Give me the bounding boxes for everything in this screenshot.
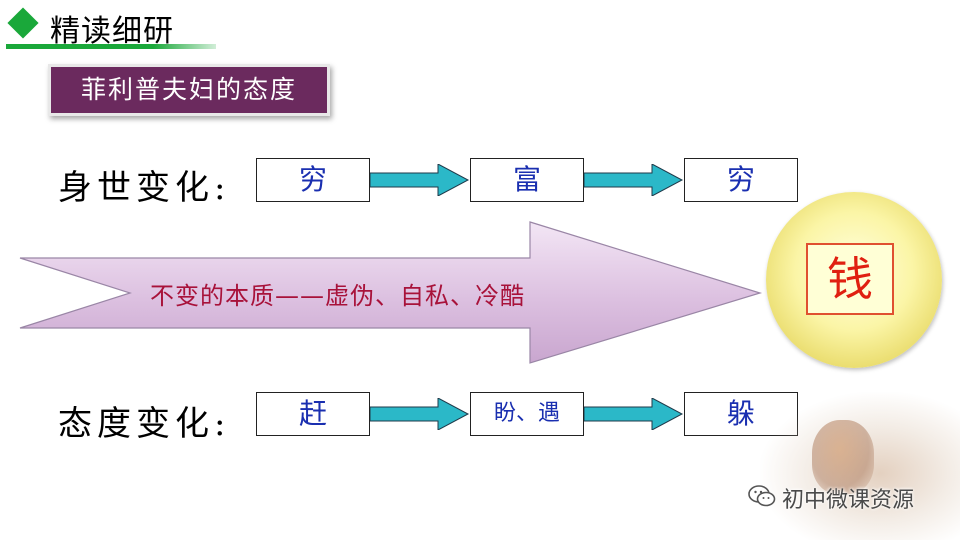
cell-background-1: 穷 bbox=[256, 158, 370, 202]
row-label-background: 身世变化: bbox=[58, 168, 231, 208]
row-label-attitude: 态度变化: bbox=[58, 404, 231, 444]
subtitle-text: 菲利普夫妇的态度 bbox=[80, 75, 297, 104]
cell-attitude-2: 盼、遇 bbox=[470, 392, 584, 436]
arrow-right-icon bbox=[584, 164, 684, 196]
subtitle-box: 菲利普夫妇的态度 bbox=[48, 64, 330, 116]
watermark-text: 初中微课资源 bbox=[782, 488, 915, 513]
header-underline bbox=[6, 44, 216, 49]
cell-background-3: 穷 bbox=[684, 158, 798, 202]
big-arrow-banner bbox=[19, 221, 763, 364]
arrow-right-icon bbox=[370, 398, 470, 430]
cell-background-2: 富 bbox=[470, 158, 584, 202]
arrow-right-icon bbox=[584, 398, 684, 430]
core-word-box: 钱 bbox=[806, 243, 894, 315]
arrow-right-icon bbox=[370, 164, 470, 196]
banner-text: 不变的本质——虚伪、自私、冷酷 bbox=[150, 282, 525, 310]
watermark-portrait bbox=[812, 420, 874, 494]
slide-header: 精读细研 bbox=[0, 0, 960, 52]
wechat-icon bbox=[748, 485, 776, 507]
slide-title: 精读细研 bbox=[50, 14, 174, 49]
cell-attitude-1: 赶 bbox=[256, 392, 370, 436]
diamond-icon bbox=[7, 7, 39, 39]
